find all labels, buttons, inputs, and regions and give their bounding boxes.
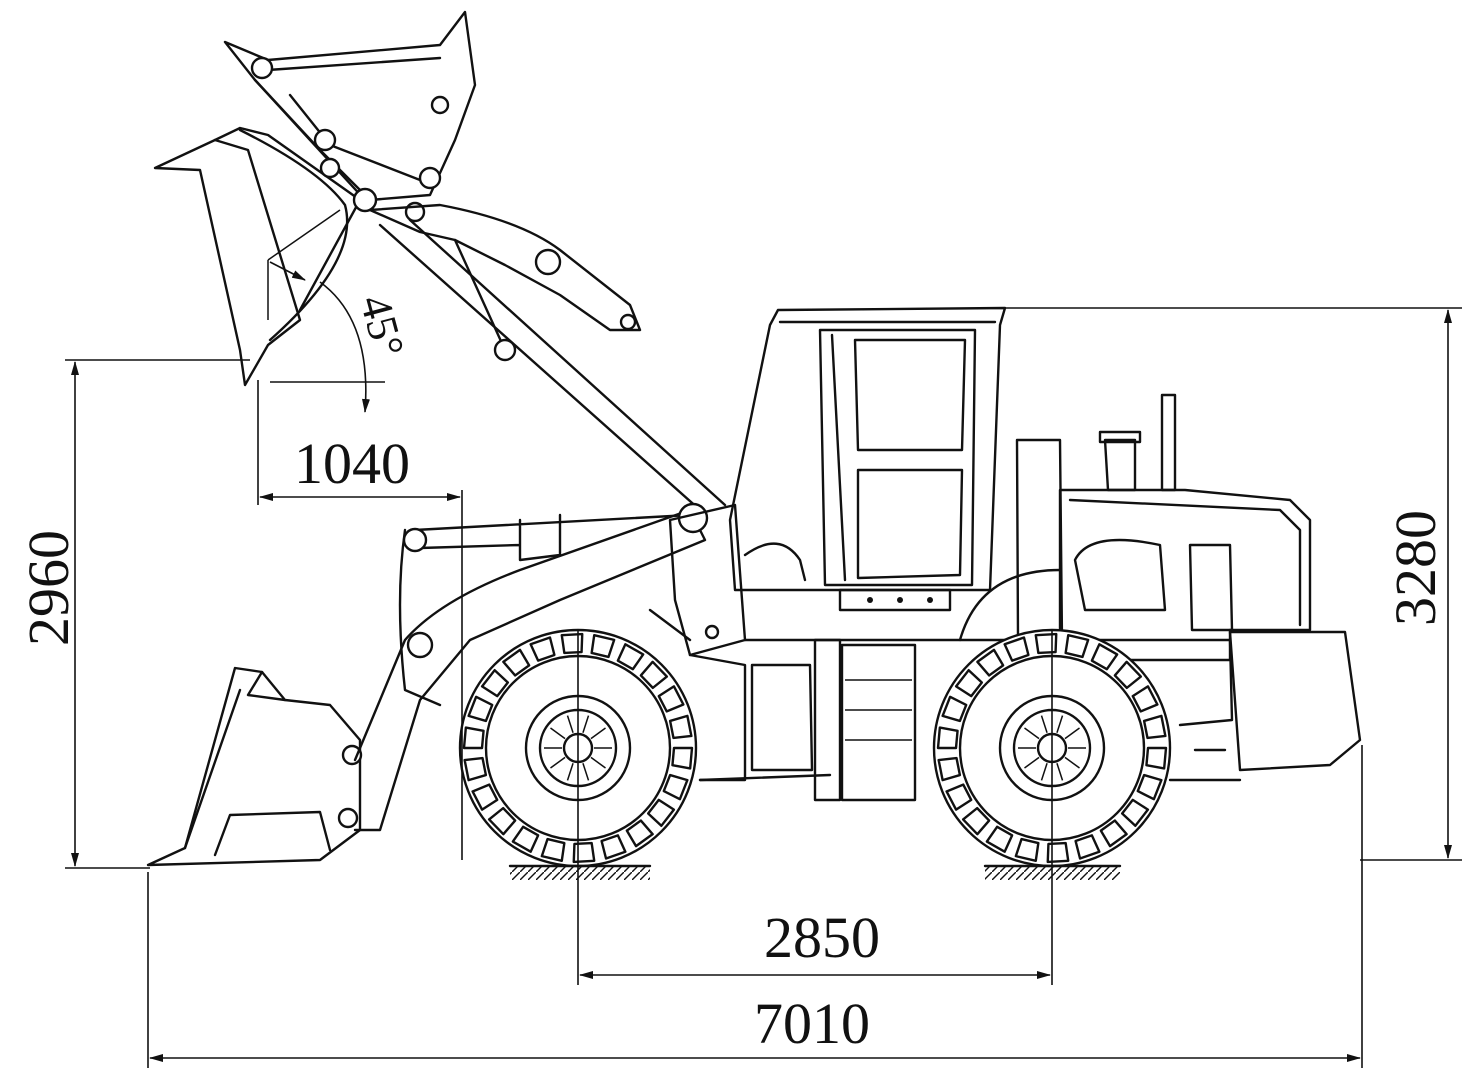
hub-spoke xyxy=(550,727,566,740)
raised-bucket xyxy=(153,126,362,387)
tire-lug xyxy=(657,685,685,713)
dim-wheelbase: 2850 xyxy=(577,630,1053,985)
tire-lug xyxy=(1145,746,1168,770)
hub-spoke xyxy=(582,762,590,781)
hub-spoke xyxy=(590,756,606,769)
tire-lug xyxy=(961,806,991,836)
tire-lug xyxy=(462,726,485,750)
dim-overall-length: 7010 xyxy=(147,745,1363,1068)
tire-lug xyxy=(572,841,596,864)
tire-lug xyxy=(1099,819,1128,848)
front-frame xyxy=(648,503,747,782)
tire-lug xyxy=(600,834,627,860)
tire-lug xyxy=(529,636,556,662)
tire-lug xyxy=(1120,798,1150,828)
tire-lug xyxy=(1142,714,1167,740)
engine-hood xyxy=(1015,393,1312,662)
tire-lug xyxy=(467,695,494,723)
hub-spoke xyxy=(566,762,574,781)
hub-spoke xyxy=(550,756,566,769)
tire-lug xyxy=(471,783,499,811)
tire-lug xyxy=(463,756,488,782)
tire-lug xyxy=(511,825,540,853)
tire-lug xyxy=(1014,837,1040,863)
tire-lug xyxy=(1064,633,1090,659)
tire-lug xyxy=(954,668,984,698)
tire-lug xyxy=(941,695,968,723)
tire-lug xyxy=(1074,834,1101,860)
tire-lug xyxy=(560,632,584,655)
tire-lug xyxy=(936,726,959,750)
tire-lug xyxy=(1046,841,1070,864)
tire-lug xyxy=(639,660,669,690)
tire-lug xyxy=(502,648,531,677)
tire-lug xyxy=(945,783,973,811)
tire-lug xyxy=(616,643,645,671)
hub-spoke xyxy=(566,715,574,734)
tire-lug xyxy=(590,633,616,659)
tire-lug xyxy=(487,806,517,836)
lowered-boom xyxy=(353,502,709,832)
tire-lug xyxy=(1090,643,1119,671)
lowered-bucket xyxy=(146,666,363,867)
dim-dump-angle: 45° xyxy=(269,261,414,413)
hub-spoke xyxy=(1024,756,1040,769)
tire-lug xyxy=(1131,685,1159,713)
wheelbase-label: 2850 xyxy=(764,905,880,970)
hub-spoke xyxy=(1056,762,1064,781)
tire-lug xyxy=(1136,773,1163,801)
tire-lug xyxy=(937,756,962,782)
hub-spoke xyxy=(1064,756,1080,769)
tire-lug xyxy=(480,668,510,698)
raised-linkage xyxy=(223,10,477,223)
hub-spoke xyxy=(1040,715,1048,734)
tire-lug xyxy=(625,819,654,848)
dump-reach-label: 1040 xyxy=(294,431,410,496)
tire-lug xyxy=(976,648,1005,677)
hub-spoke xyxy=(1040,762,1048,781)
dim-dump-height: 2960 xyxy=(16,359,250,869)
tire-lug xyxy=(671,746,694,770)
ground-hatch xyxy=(508,864,1122,880)
tire-lug xyxy=(1003,636,1030,662)
tire-lug xyxy=(668,714,693,740)
tire-lug xyxy=(540,837,566,863)
counterweight xyxy=(1193,630,1362,772)
hub-spoke xyxy=(1056,715,1064,734)
overall-length-label: 7010 xyxy=(754,991,870,1056)
tire-lug xyxy=(1034,632,1058,655)
tire-lug xyxy=(1113,660,1143,690)
tire-lug xyxy=(662,773,689,801)
hub-spoke xyxy=(590,727,606,740)
raised-boom xyxy=(368,203,727,512)
hub-spoke xyxy=(1064,727,1080,740)
cab xyxy=(728,306,1007,612)
tire-lug xyxy=(985,825,1014,853)
dump-angle-label: 45° xyxy=(350,290,413,362)
hub-spoke xyxy=(582,715,590,734)
chassis xyxy=(698,568,1242,802)
dim-overall-height: 3280 xyxy=(1005,307,1462,861)
dump-height-label: 2960 xyxy=(16,530,81,646)
tire-lug xyxy=(646,798,676,828)
overall-height-label: 3280 xyxy=(1383,510,1448,626)
dim-dump-reach: 1040 xyxy=(257,380,463,860)
hub-spoke xyxy=(1024,727,1040,740)
